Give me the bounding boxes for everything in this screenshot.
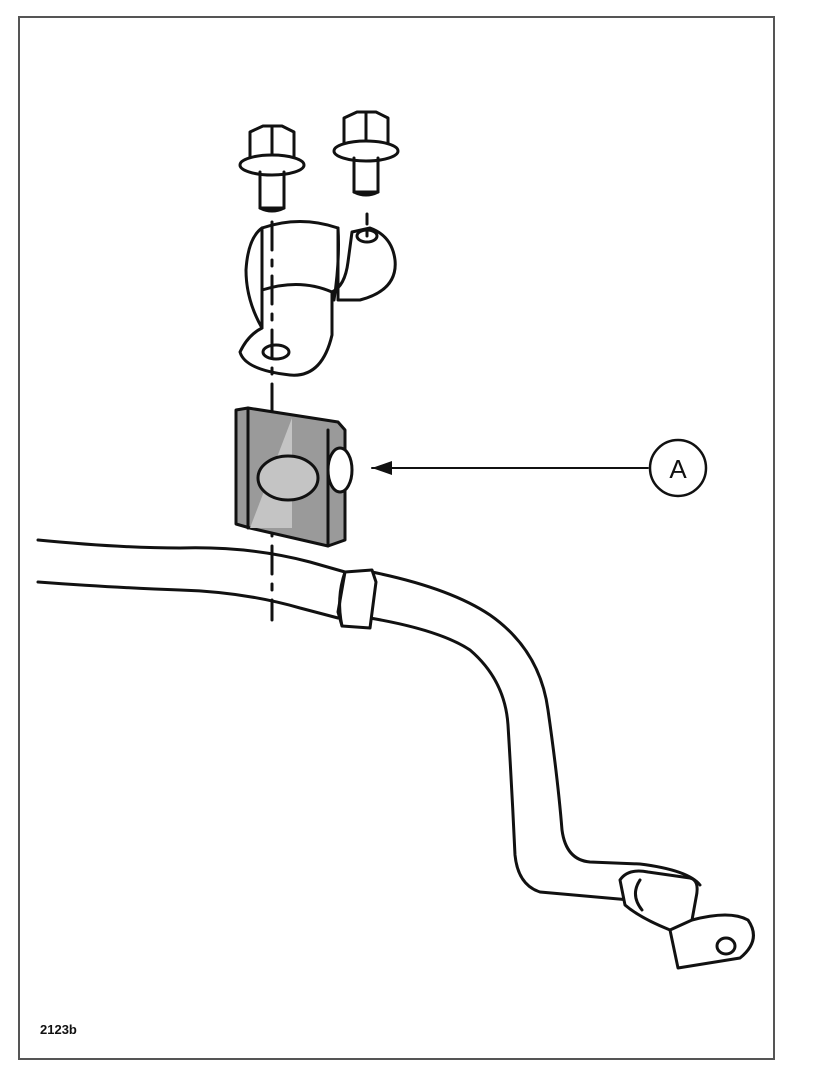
stabilizer-bar-icon (36, 538, 755, 970)
callout-a: A (371, 438, 708, 498)
diagram-frame (18, 16, 775, 1060)
bushing-icon (234, 406, 354, 548)
callout-label: A (669, 454, 687, 484)
bolt-icon (238, 124, 306, 213)
bracket-icon (238, 220, 397, 377)
bolt-icon (332, 110, 400, 197)
figure-reference: 2123b (40, 1022, 77, 1037)
